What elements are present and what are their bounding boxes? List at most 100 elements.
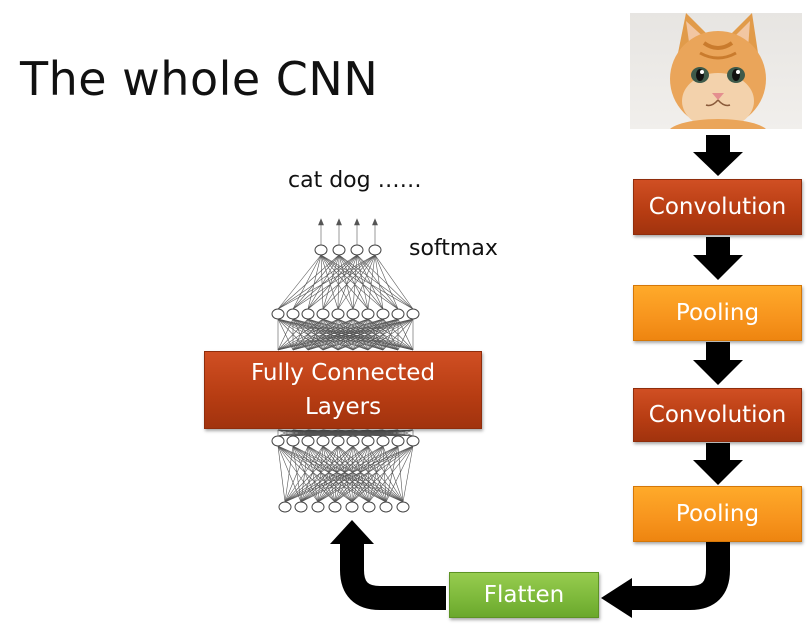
nn-connection — [351, 445, 369, 503]
nn-node — [361, 308, 375, 320]
nn-connection — [277, 254, 340, 310]
nn-node — [406, 308, 420, 320]
nn-connection — [277, 429, 294, 437]
nn-connection — [292, 254, 358, 310]
nn-node — [311, 501, 325, 513]
nn-connection — [382, 445, 404, 503]
nn-connection — [334, 445, 399, 503]
nn-connection — [322, 445, 336, 503]
nn-node — [331, 435, 345, 447]
nn-connection — [397, 318, 414, 351]
nn-connection — [317, 445, 414, 503]
nn-connection — [292, 445, 336, 503]
nn-connection — [292, 318, 414, 351]
nn-connection — [337, 445, 404, 503]
nn-node — [346, 435, 360, 447]
pooling-label-1: Pooling — [675, 300, 760, 326]
nn-connection — [317, 445, 339, 503]
nn-connection — [382, 318, 414, 351]
nn-connection — [277, 445, 319, 503]
convolution-label-2: Convolution — [648, 402, 787, 428]
nn-connection — [307, 318, 414, 351]
nn-connection — [352, 254, 376, 310]
nn-connection — [307, 445, 370, 503]
nn-connection — [334, 445, 339, 503]
nn-node — [376, 435, 390, 447]
nn-connection — [322, 254, 340, 310]
nn-connection — [307, 254, 340, 310]
nn-node — [345, 501, 359, 513]
nn-connection — [385, 445, 414, 503]
nn-connection — [382, 429, 414, 437]
nn-connection — [292, 254, 376, 310]
nn-connection — [292, 445, 387, 503]
nn-connection — [277, 445, 302, 503]
nn-connection — [317, 445, 324, 503]
nn-connection — [284, 445, 399, 503]
nn-output-arrowhead — [372, 218, 378, 226]
nn-connection — [334, 445, 369, 503]
nn-connection — [337, 445, 387, 503]
nn-connection — [317, 445, 384, 503]
nn-connection — [352, 318, 414, 351]
nn-output-arrowhead — [336, 218, 342, 226]
nn-node — [361, 435, 375, 447]
nn-node — [316, 308, 330, 320]
nn-connection — [337, 445, 370, 503]
nn-connection — [292, 445, 370, 503]
nn-connection — [337, 318, 414, 351]
nn-connection — [367, 429, 414, 437]
nn-connection — [292, 445, 319, 503]
nn-connection — [317, 445, 354, 503]
nn-connection — [368, 445, 384, 503]
nn-output-arrowhead — [354, 218, 360, 226]
nn-connection — [300, 445, 309, 503]
nn-connection — [307, 445, 336, 503]
nn-node — [271, 435, 285, 447]
nn-connection — [320, 254, 324, 310]
nn-connection — [284, 445, 339, 503]
nn-node — [271, 308, 285, 320]
nn-connection — [322, 254, 358, 310]
flatten-block: Flatten — [449, 572, 599, 618]
nn-connection — [277, 429, 309, 437]
nn-node — [362, 501, 376, 513]
nn-connection — [397, 429, 414, 437]
nn-connection — [300, 445, 339, 503]
nn-node — [332, 244, 346, 256]
nn-node — [314, 244, 328, 256]
nn-connection — [277, 318, 414, 351]
output-classes-label: cat dog …… — [288, 168, 422, 193]
nn-node — [396, 501, 410, 513]
nn-connection — [334, 445, 414, 503]
nn-connection — [352, 254, 358, 310]
nn-connection — [292, 445, 302, 503]
nn-connection — [352, 445, 387, 503]
nn-connection — [368, 445, 414, 503]
nn-connection — [300, 445, 414, 503]
nn-node — [406, 435, 420, 447]
nn-node — [278, 501, 292, 513]
nn-connection — [322, 445, 370, 503]
softmax-label: softmax — [409, 236, 498, 261]
nn-connection — [402, 445, 414, 503]
nn-connection — [300, 445, 324, 503]
nn-connection — [367, 254, 376, 310]
nn-connection — [307, 445, 353, 503]
nn-connection — [277, 445, 387, 503]
nn-node — [346, 308, 360, 320]
nn-connection — [338, 254, 354, 310]
nn-connection — [277, 445, 286, 503]
nn-connection — [307, 445, 319, 503]
nn-connection — [277, 318, 369, 351]
convolution-block-2: Convolution — [633, 388, 802, 442]
nn-connection — [307, 254, 358, 310]
nn-connection — [320, 254, 339, 310]
nn-connection — [307, 254, 376, 310]
nn-connection — [322, 254, 376, 310]
nn-connection — [352, 445, 404, 503]
nn-connection — [277, 254, 376, 310]
nn-output-arrowhead — [318, 218, 324, 226]
nn-connection — [374, 254, 384, 310]
nn-connection — [317, 445, 369, 503]
